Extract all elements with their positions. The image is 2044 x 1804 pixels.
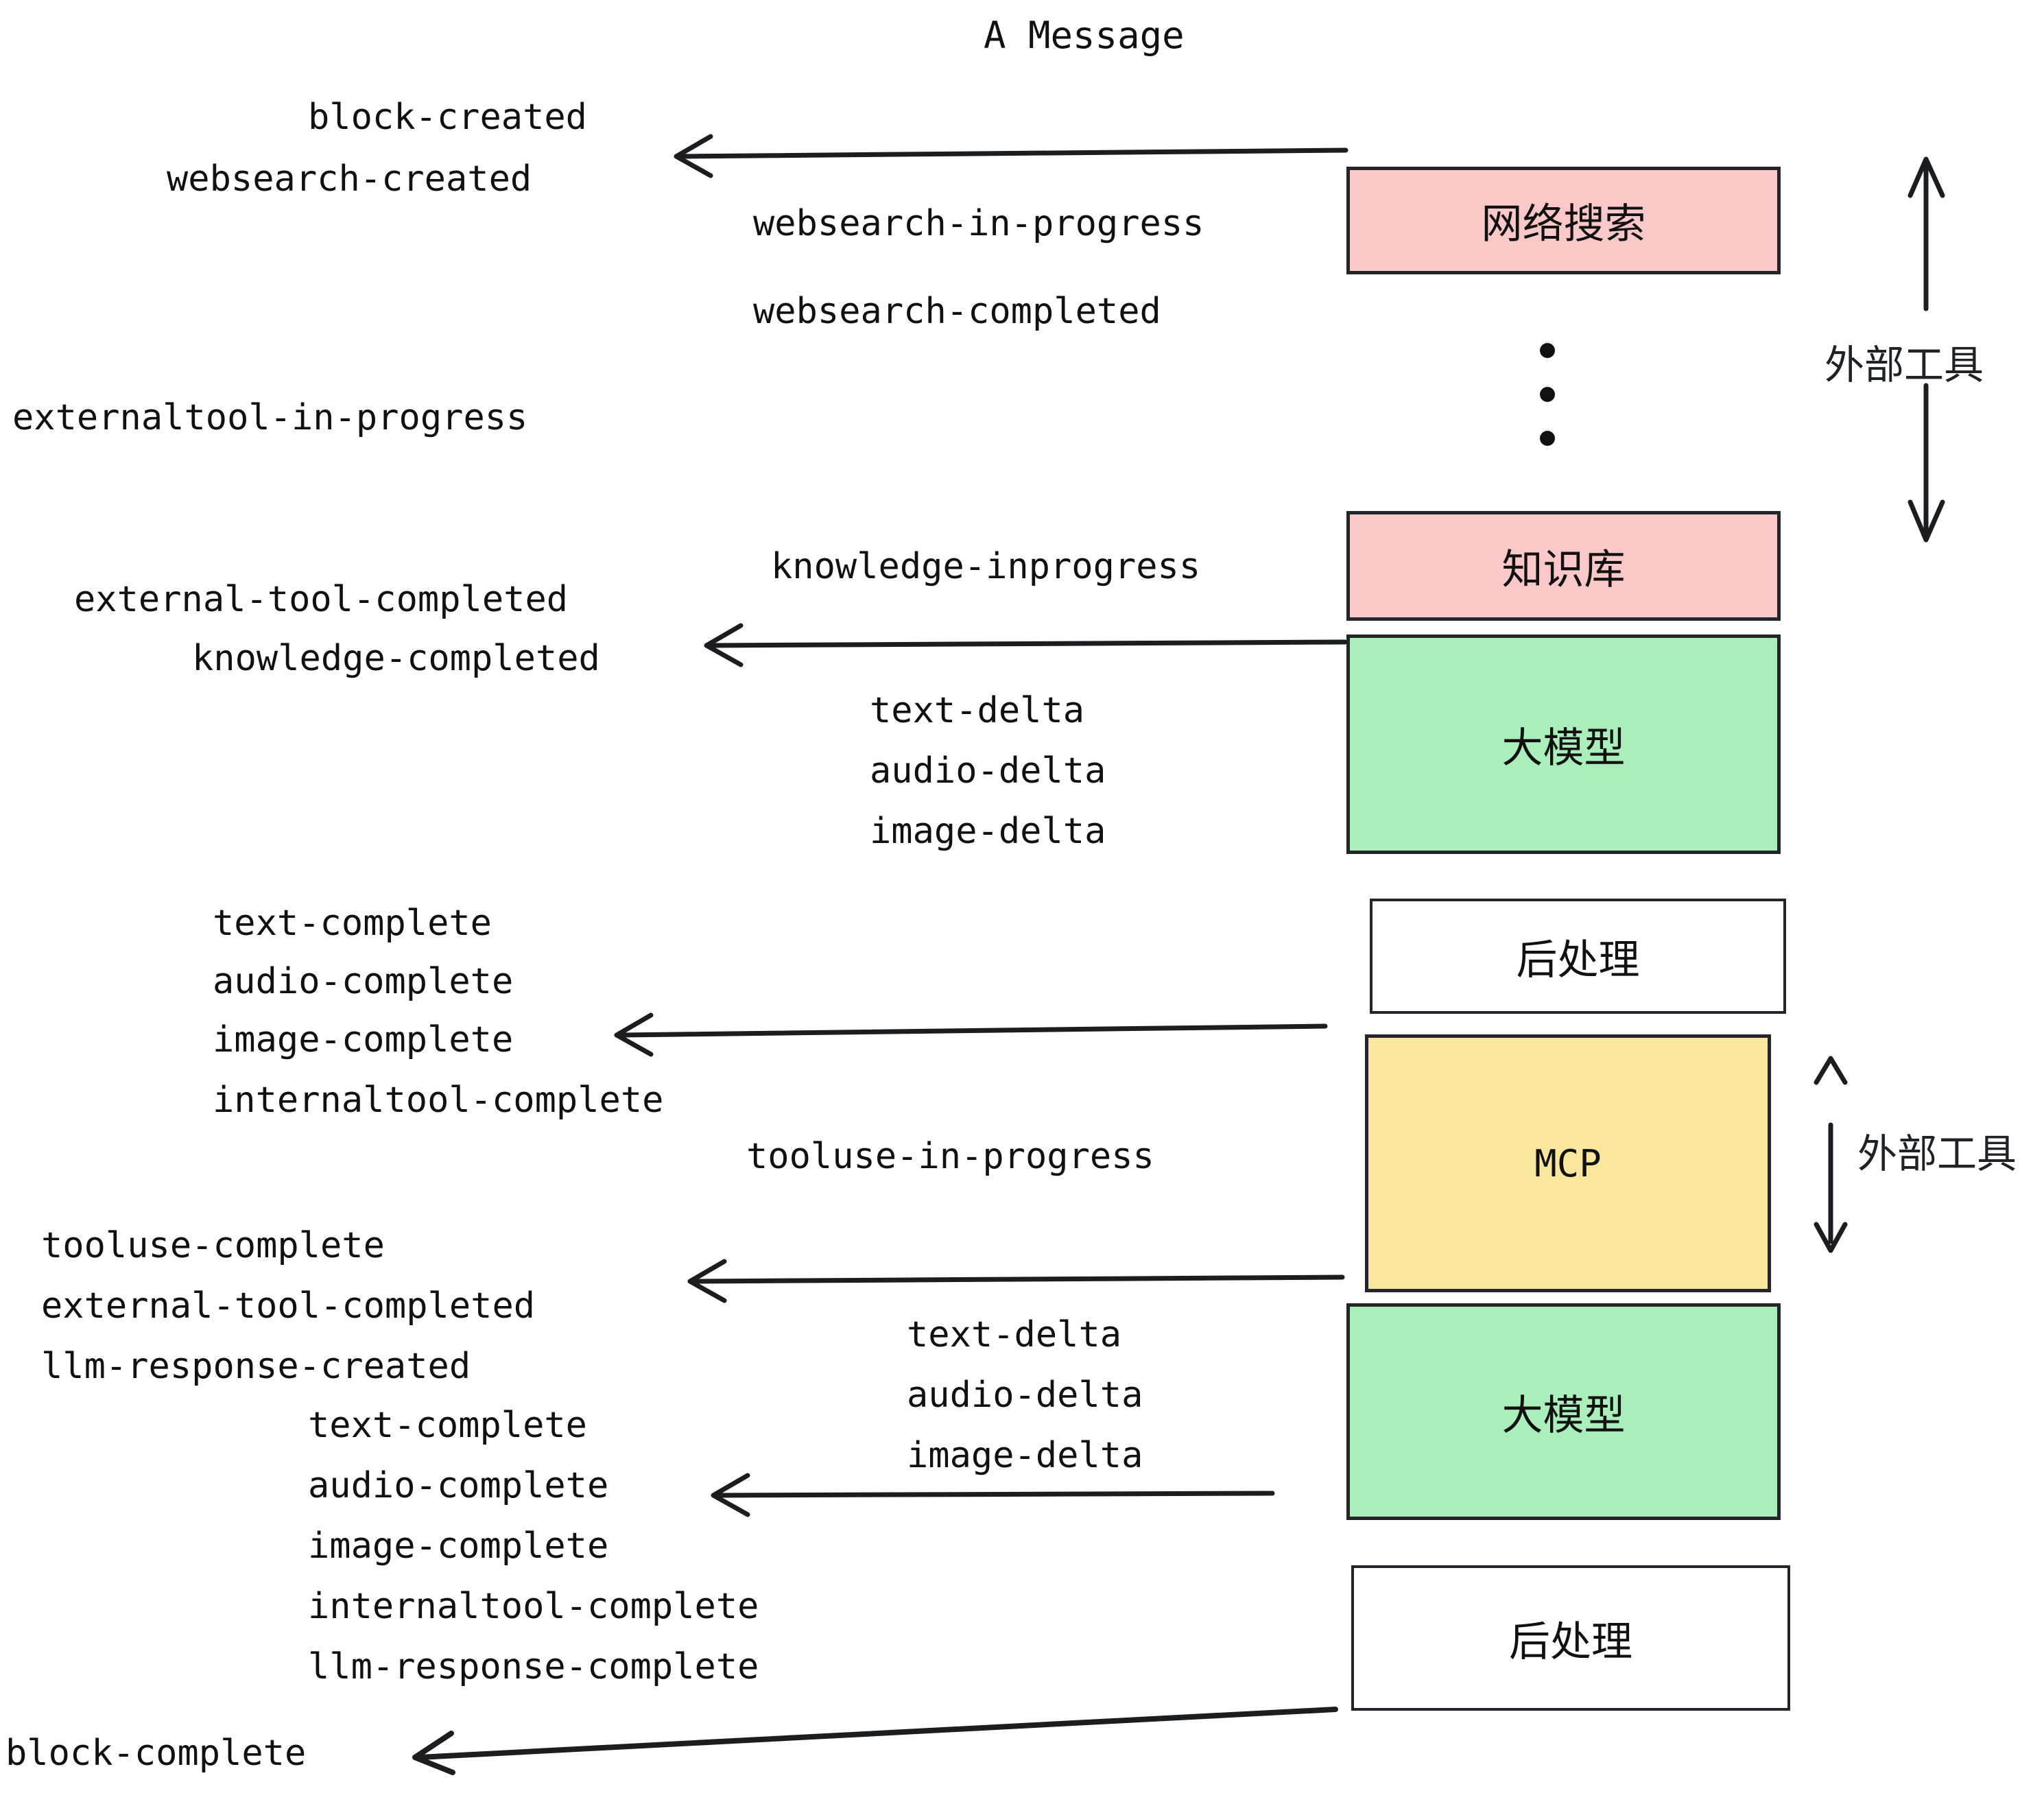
node-websearch-label: 网络搜索 [1481,200,1646,248]
event-image-complete-1: image-complete [213,1019,514,1060]
label-external-tools-bottom: 外部工具 [1857,1130,2017,1177]
node-mcp-label: MCP [1534,1141,1602,1185]
event-block-complete: block-complete [5,1733,307,1774]
node-websearch[interactable]: 网络搜索 [1346,167,1781,274]
node-knowledge-label: 知识库 [1501,545,1626,594]
event-image-delta-2: image-delta [907,1435,1143,1476]
event-llm-response-complete: llm-response-complete [308,1646,759,1687]
event-audio-complete-2: audio-complete [308,1465,609,1506]
arrow-tooluse-complete [687,1259,1345,1303]
node-llm-2[interactable]: 大模型 [1346,1303,1781,1520]
diagram-title: A Message [984,14,1185,57]
arrow-block-complete [412,1707,1338,1775]
arrow-audio-complete [711,1473,1275,1517]
node-postprocess-2[interactable]: 后处理 [1351,1565,1790,1711]
event-block-created: block-created [308,97,587,138]
event-image-complete-2: image-complete [308,1526,609,1567]
event-external-tool-completed-2: external-tool-completed [41,1285,536,1327]
node-mcp[interactable]: MCP [1365,1034,1771,1292]
event-externaltool-in-progress: externaltool-in-progress [12,397,528,438]
event-tooluse-complete: tooluse-complete [41,1225,385,1266]
event-websearch-completed: websearch-completed [753,291,1161,332]
event-text-complete-1: text-complete [213,903,492,944]
event-image-delta-1: image-delta [870,811,1106,852]
event-audio-complete-1: audio-complete [213,961,514,1002]
event-knowledge-completed: knowledge-completed [192,638,600,679]
event-internaltool-complete-1: internaltool-complete [213,1080,664,1121]
event-audio-delta-2: audio-delta [907,1375,1143,1416]
event-websearch-created: websearch-created [167,158,532,200]
event-text-delta-1: text-delta [870,690,1085,731]
event-text-complete-2: text-complete [308,1405,587,1446]
label-external-tools-top: 外部工具 [1825,342,1984,388]
dot-2 [1540,387,1555,402]
event-audio-delta-1: audio-delta [870,750,1106,792]
event-external-tool-completed-1: external-tool-completed [74,579,569,620]
event-tooluse-in-progress: tooluse-in-progress [746,1136,1154,1177]
node-llm-1-label: 大模型 [1501,724,1626,772]
node-knowledge[interactable]: 知识库 [1346,511,1781,621]
event-websearch-in-progress: websearch-in-progress [753,203,1204,244]
event-text-delta-2: text-delta [907,1314,1122,1355]
dot-1 [1540,343,1555,358]
node-llm-2-label: 大模型 [1501,1391,1626,1440]
arrow-image-complete [614,1012,1328,1057]
event-knowledge-inprogress: knowledge-inprogress [771,546,1201,587]
vertical-ellipsis [1540,343,1555,475]
arrow-websearch-created [674,134,1348,178]
event-llm-response-created: llm-response-created [41,1346,471,1387]
bracket-external-tools-bottom [1814,1056,1848,1253]
node-llm-1[interactable]: 大模型 [1346,634,1781,854]
node-postprocess-1-label: 后处理 [1516,936,1640,984]
node-postprocess-1[interactable]: 后处理 [1370,899,1786,1014]
arrow-knowledge-completed [704,623,1348,667]
event-internaltool-complete-2: internaltool-complete [308,1586,759,1627]
dot-3 [1540,431,1555,446]
node-postprocess-2-label: 后处理 [1509,1617,1632,1666]
